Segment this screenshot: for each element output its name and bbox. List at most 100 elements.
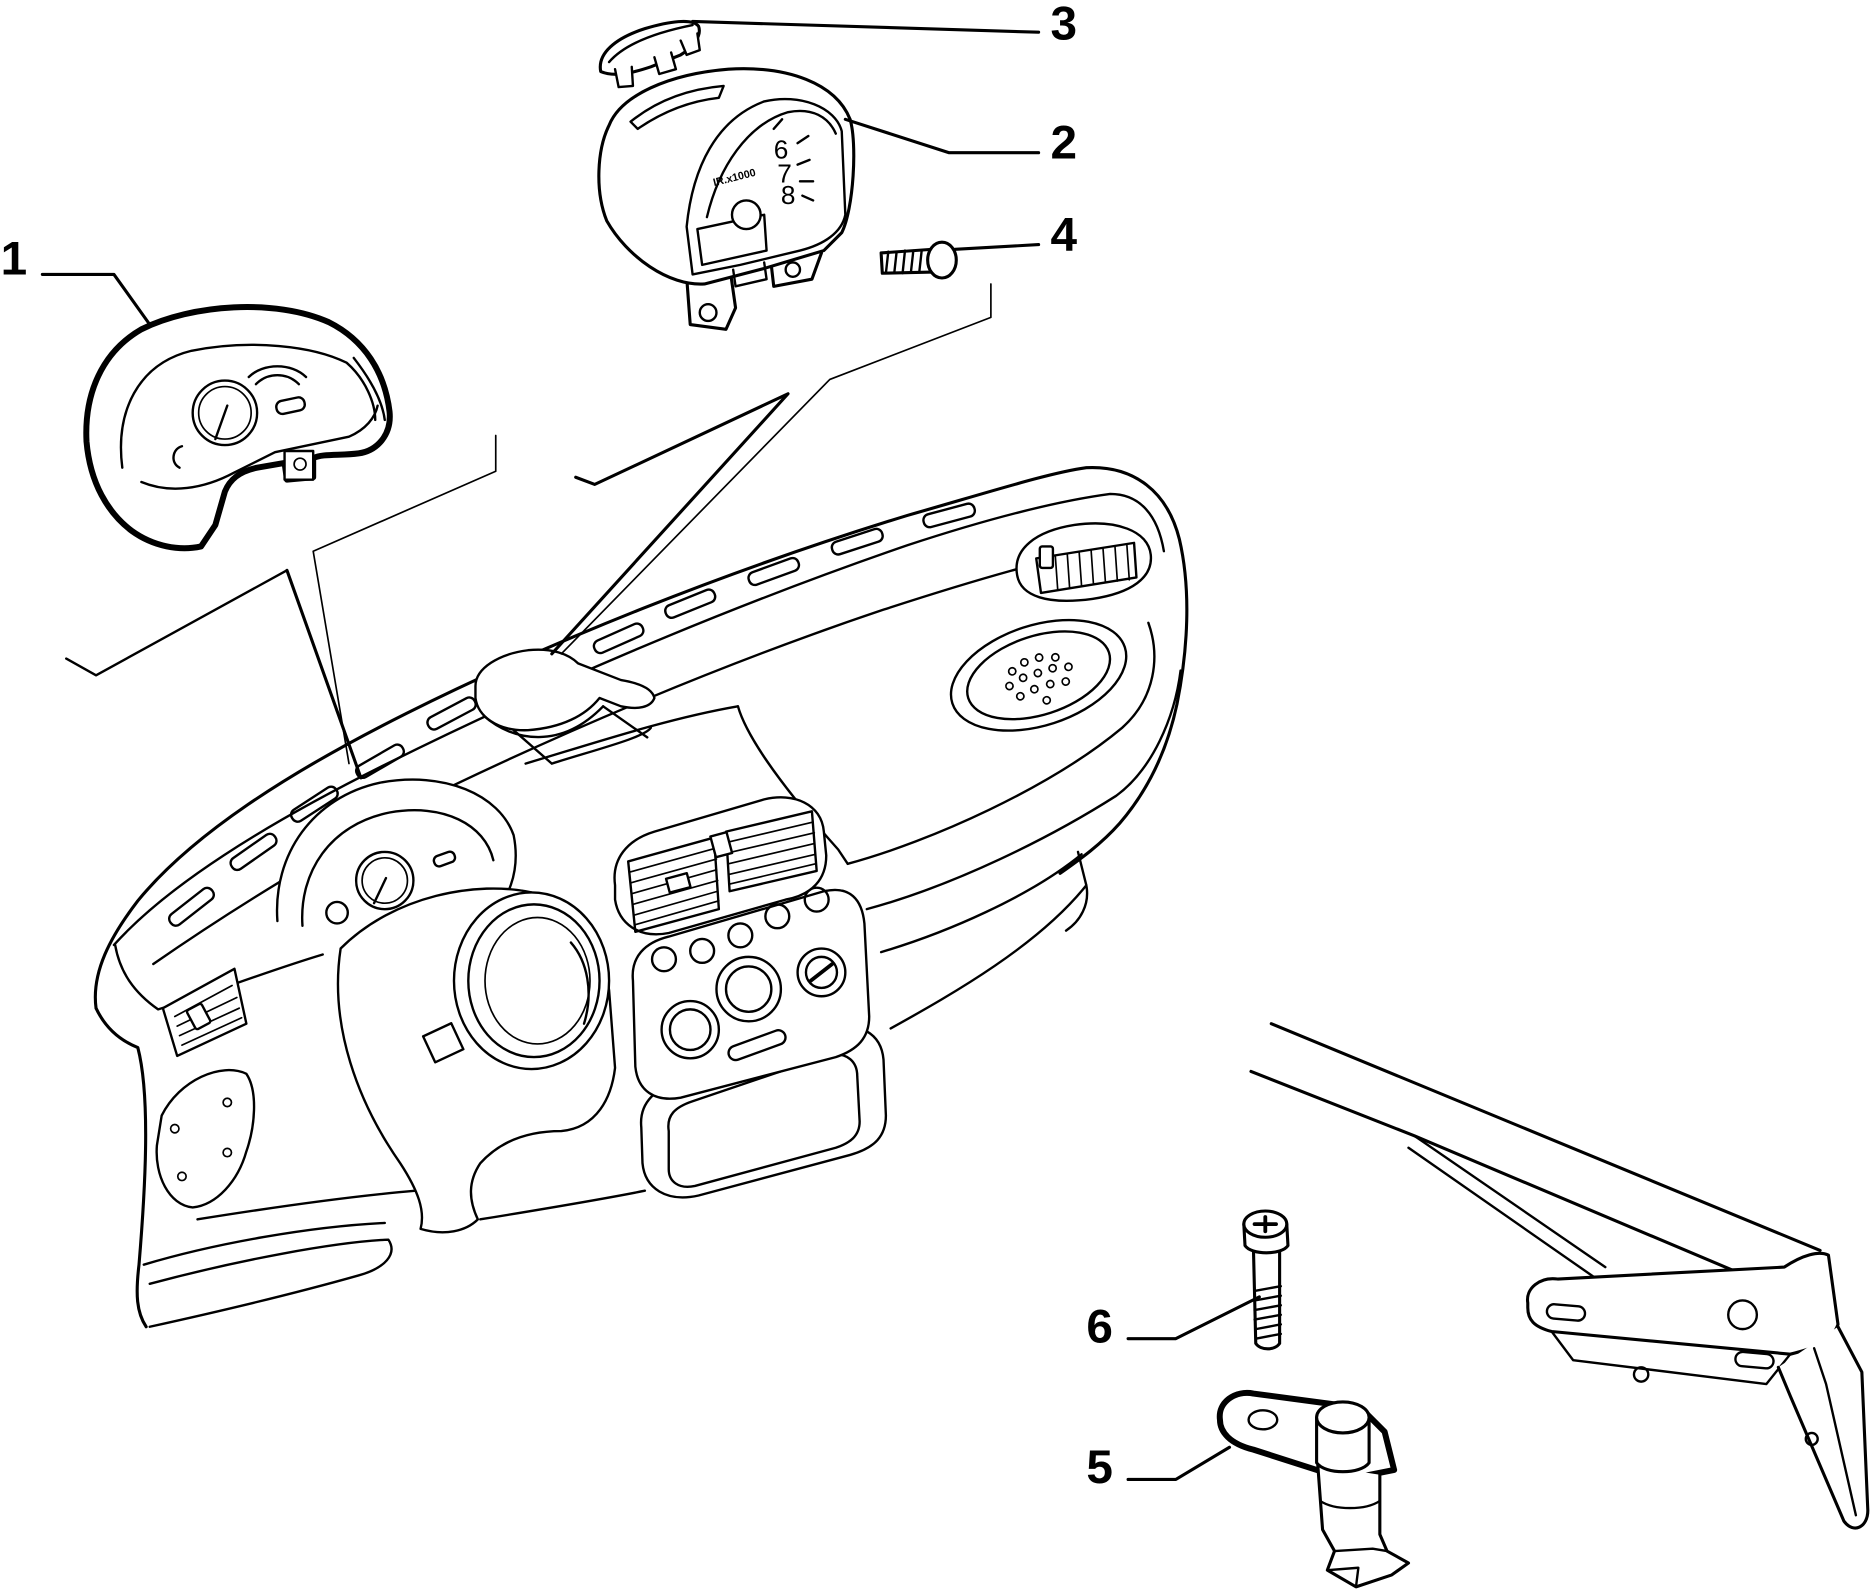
cap-tab-center — [653, 51, 678, 76]
leader-line-6 — [1126, 1295, 1261, 1341]
screw-hole — [169, 1123, 180, 1134]
defroster-slot — [289, 785, 339, 823]
steering-column-shroud — [336, 887, 617, 1234]
cross-member-top — [1269, 1022, 1822, 1252]
speaker-hole — [1061, 677, 1071, 686]
part-1-instrument-cluster — [83, 304, 393, 552]
cluster-mount-hole — [293, 457, 307, 471]
switch-button — [803, 886, 830, 913]
dashboard-top-edge — [93, 466, 1189, 1010]
screw-thread — [884, 249, 923, 275]
right-speaker — [949, 618, 1128, 732]
right-panel-outer — [865, 669, 1182, 911]
cross-member-lower — [1407, 1134, 1607, 1278]
cluster-main-dial — [191, 379, 259, 447]
speaker-hole — [1005, 681, 1014, 691]
cap-shell — [598, 19, 701, 76]
defroster-slot — [747, 556, 801, 587]
climate-knob-right — [796, 947, 847, 998]
speaker-hole — [1015, 691, 1025, 701]
right-panel-lower — [879, 853, 1083, 954]
speaker-hole — [1034, 653, 1044, 662]
right-knee-piece — [1064, 884, 1089, 932]
center-console — [613, 796, 888, 1199]
vent-adjuster — [709, 830, 734, 859]
climate-knob-center — [715, 955, 783, 1023]
callout-1: 1 — [1, 232, 28, 285]
switch-plate-hole — [1247, 1409, 1279, 1431]
switch-plunger-top — [1315, 1400, 1371, 1435]
leader-line-3 — [691, 19, 1041, 34]
screw-hole — [222, 1147, 233, 1158]
speaker-hole — [1033, 668, 1043, 678]
support-bracket-assembly — [1249, 1022, 1870, 1530]
pod-tab-right-hole — [784, 261, 802, 278]
defroster-slot — [830, 527, 884, 556]
speaker-hole — [1029, 684, 1039, 694]
projection-line-part-1-secondary — [312, 434, 497, 765]
bolt-thread — [1253, 1284, 1283, 1340]
bracket-plate — [1526, 1251, 1840, 1356]
speaker-hole — [1050, 652, 1060, 662]
switch-collar — [1318, 1499, 1382, 1510]
bracket-slot-left — [1545, 1303, 1587, 1322]
defroster-slot — [426, 696, 477, 731]
pod-face — [685, 97, 847, 276]
small-dial — [325, 900, 349, 925]
cluster-outline — [83, 304, 393, 552]
screw-hole — [222, 1097, 233, 1108]
part-3-cluster-cap — [598, 19, 701, 89]
switch-terminal — [1326, 1547, 1389, 1589]
dashboard-instrument-hood — [275, 778, 517, 928]
pod-connector — [731, 261, 768, 288]
defroster-slots — [167, 502, 977, 927]
leader-line-2 — [843, 117, 1041, 155]
warning-light — [432, 850, 457, 868]
switch-body — [1316, 1463, 1411, 1589]
leader-line-4 — [953, 243, 1041, 251]
leader-line-5 — [1126, 1445, 1232, 1482]
climate-knob-left-inner — [668, 1008, 712, 1052]
bracket-stud — [1727, 1299, 1759, 1331]
cluster-lower-edge — [140, 404, 379, 490]
speaker-cover — [155, 1068, 256, 1209]
speaker-hole — [1019, 657, 1029, 667]
callout-2: 2 — [1051, 117, 1078, 170]
callout-labels: 1 2 3 4 5 6 — [1, 0, 1113, 1494]
vent-louvres — [1054, 544, 1131, 591]
bolt-cross-recess — [1252, 1215, 1278, 1234]
upper-panel-edge — [524, 705, 740, 765]
dashboard-left-end — [94, 1006, 148, 1329]
defroster-slot — [167, 886, 216, 927]
speaker-rim — [949, 618, 1128, 732]
switch-panel — [631, 888, 871, 1100]
speedometer-face — [361, 857, 409, 905]
cluster-mount-hump — [474, 648, 656, 732]
climate-knob-center-inner — [724, 965, 773, 1013]
cap-top-face — [607, 23, 694, 64]
shroud-tab — [421, 1022, 465, 1064]
switch-button — [650, 946, 678, 973]
callout-5: 5 — [1086, 1441, 1113, 1494]
part-6-bolt — [1242, 1209, 1290, 1351]
dashboard-lower-edge-left — [196, 1189, 417, 1221]
right-panel-bottom — [889, 850, 1088, 1030]
speaker-hole — [1064, 662, 1073, 672]
part-5-door-switch — [1216, 1389, 1411, 1589]
center-vent-right-louvres — [726, 821, 817, 885]
center-stack-edge — [736, 705, 849, 866]
switch-button — [764, 903, 791, 930]
center-vent-right-grille — [724, 810, 818, 893]
speedometer-needle — [372, 876, 388, 905]
radio-slot — [667, 1053, 861, 1188]
pod-shell — [597, 67, 856, 286]
cluster-second-dial — [247, 365, 308, 386]
cluster-main-dial-face — [197, 385, 252, 440]
projection-line-part-4 — [560, 283, 992, 655]
defroster-slot — [664, 588, 717, 620]
cluster-right-flange — [352, 356, 386, 422]
assembly-projection-lines — [65, 283, 992, 780]
tach-numeral-7: 7 — [777, 159, 792, 189]
tach-numeral-8: 8 — [781, 180, 796, 210]
callout-6: 6 — [1086, 1300, 1113, 1353]
